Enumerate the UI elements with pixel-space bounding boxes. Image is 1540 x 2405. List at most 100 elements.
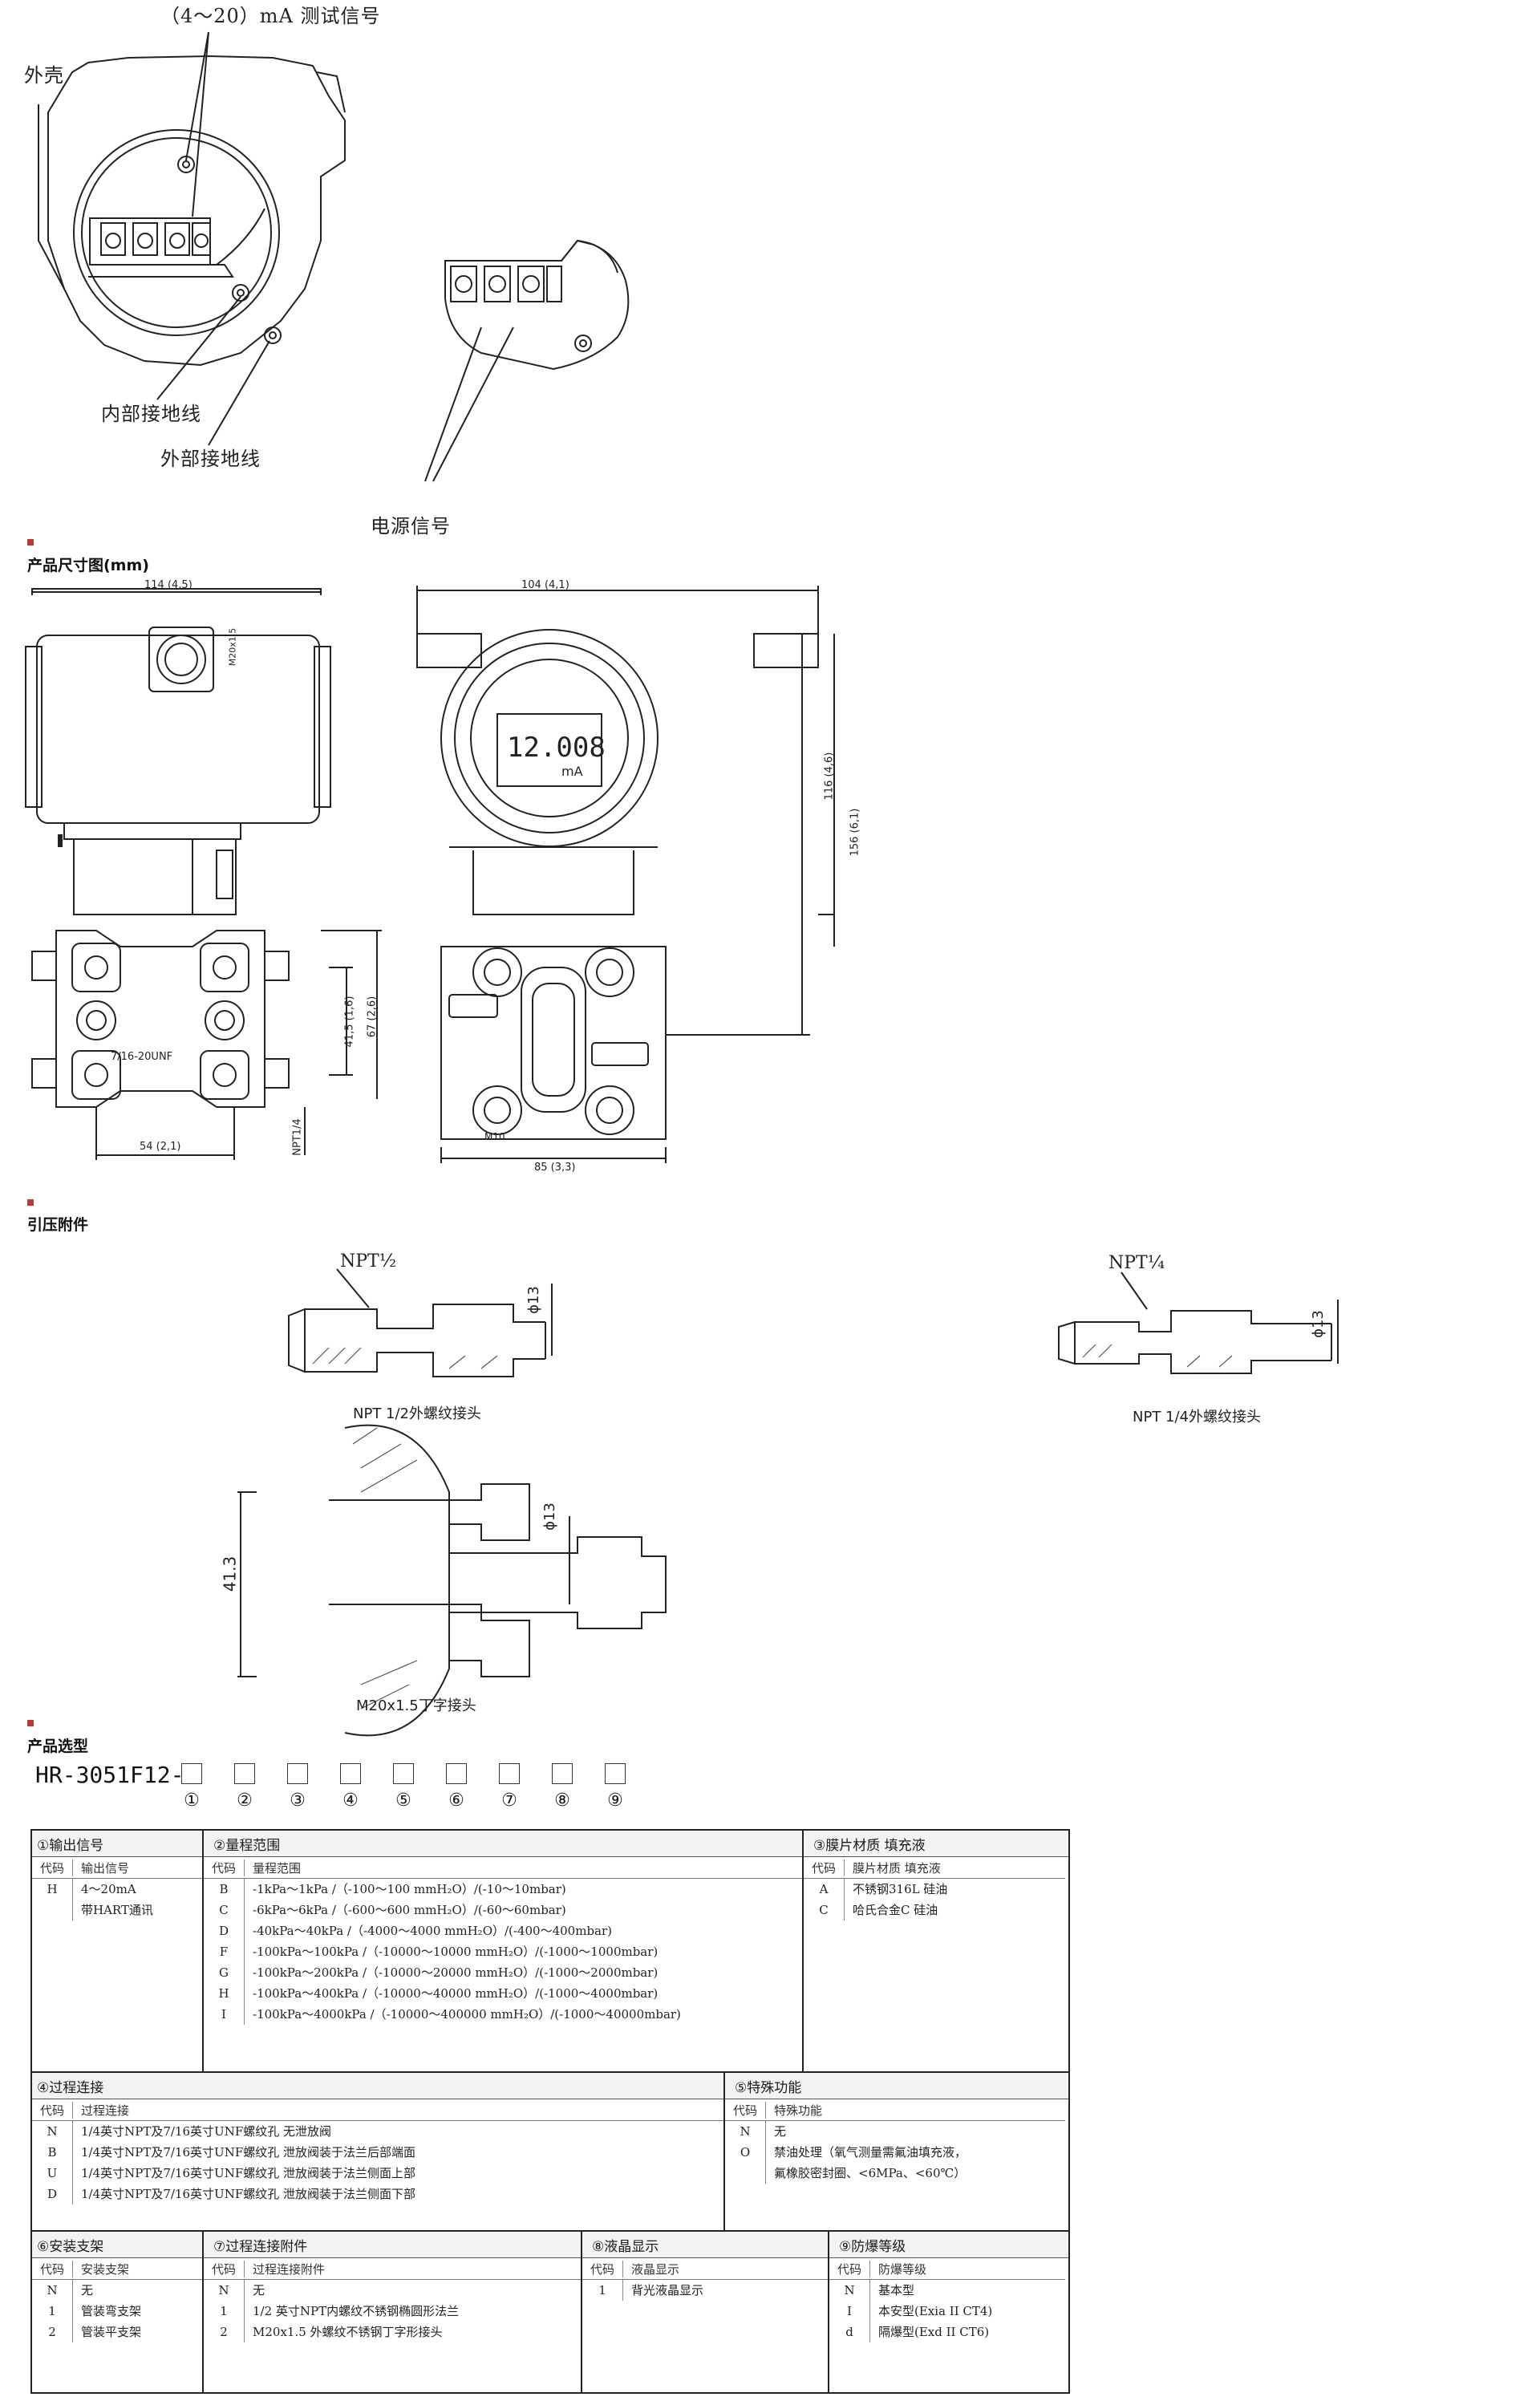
position-number: ⑥	[448, 1791, 464, 1811]
group-title: ①输出信号	[37, 1837, 104, 1854]
column-header: 输出信号	[81, 1860, 130, 1876]
model-box	[181, 1763, 202, 1784]
table-row: F-100kPa～100kPa /（-10000～10000 mmH₂O）/(-…	[204, 1941, 802, 1962]
code-header: 代码	[204, 2260, 245, 2277]
group-title: ⑥安装支架	[37, 2238, 104, 2255]
group-title: ②量程范围	[213, 1837, 281, 1854]
model-code-boxes	[181, 1763, 626, 1784]
dimensions-title: 产品尺寸图(mm)	[27, 557, 149, 574]
table-row: G-100kPa～200kPa /（-10000～20000 mmH₂O）/(-…	[204, 1962, 802, 1983]
display-value: 12.008	[507, 732, 606, 764]
group-title: ⑦过程连接附件	[213, 2238, 308, 2255]
npt12-top-label: NPT½	[340, 1251, 397, 1271]
dim-85: 85 (3,3)	[534, 1162, 576, 1174]
npt12-phi-label: ϕ13	[525, 1286, 542, 1314]
npt14-top-label: NPT¼	[1108, 1253, 1165, 1273]
model-box	[287, 1763, 308, 1784]
tee-dim-label: 41.3	[220, 1555, 240, 1592]
position-number: ③	[290, 1791, 306, 1811]
model-prefix: HR-3051F12-	[35, 1762, 184, 1788]
internal-ground-label: 内部接地线	[101, 403, 201, 425]
model-box	[340, 1763, 361, 1784]
section-marker	[27, 1199, 34, 1206]
thread-label: 7/16-20UNF	[111, 1051, 173, 1063]
model-box	[446, 1763, 467, 1784]
position-number: ⑧	[554, 1791, 570, 1811]
column-header: 量程范围	[253, 1860, 302, 1876]
model-box	[605, 1763, 626, 1784]
tee-caption: M20x1.5丁字接头	[356, 1697, 476, 1714]
dim-width-left: 114 (4,5)	[144, 579, 192, 591]
group-title: ④过程连接	[37, 2079, 104, 2096]
code-header: 代码	[725, 2101, 766, 2119]
model-box	[234, 1763, 255, 1784]
code-header: 代码	[582, 2260, 623, 2277]
model-box	[499, 1763, 520, 1784]
column-header: 过程连接	[81, 2103, 130, 2118]
table-row: 带HART通讯	[32, 1900, 202, 1920]
position-number: ⑦	[501, 1791, 517, 1811]
npt12-caption: NPT 1/2外螺纹接头	[353, 1405, 482, 1422]
display-unit: mA	[561, 764, 583, 779]
section-marker	[27, 539, 34, 545]
code-header: 代码	[829, 2260, 870, 2277]
table-row: H-100kPa～400kPa /（-10000～40000 mmH₂O）/(-…	[204, 1983, 802, 2004]
test-signal-label: （4～20）mA 测试信号	[160, 5, 381, 27]
dim-54: 54 (2,1)	[140, 1141, 181, 1153]
position-number: ⑨	[607, 1791, 623, 1811]
housing-label: 外壳	[24, 64, 64, 87]
group-range: 代码量程范围 B-1kPa～1kPa /（-100～100 mmH₂O）/(-1…	[204, 1857, 802, 2025]
table-row: C-6kPa～6kPa /（-600～600 mmH₂O）/(-60～60mba…	[204, 1900, 802, 1920]
position-number: ④	[342, 1791, 359, 1811]
dim-width-right: 104 (4,1)	[521, 579, 569, 591]
column-header: 防爆等级	[878, 2261, 927, 2277]
external-ground-label: 外部接地线	[160, 448, 261, 470]
column-header: 液晶显示	[631, 2261, 680, 2277]
column-header: 安装支架	[81, 2261, 130, 2277]
table-row: D-40kPa～40kPa /（-4000～4000 mmH₂O）/(-400～…	[204, 1920, 802, 1941]
accessory-drawings	[237, 1268, 1339, 1737]
wiring-diagram	[38, 31, 630, 482]
table-header-row: ④过程连接 ⑤特殊功能	[32, 2073, 1068, 2099]
table-row: I-100kPa～4000kPa /（-10000～400000 mmH₂O）/…	[204, 2004, 802, 2025]
npt14-phi-label: ϕ13	[1309, 1310, 1327, 1338]
power-signal-label: 电源信号	[371, 515, 451, 537]
position-number: ②	[237, 1791, 253, 1811]
code-header: 代码	[204, 1859, 245, 1876]
npt14-caption: NPT 1/4外螺纹接头	[1133, 1409, 1262, 1426]
position-number: ⑤	[395, 1791, 411, 1811]
position-number: ①	[184, 1791, 200, 1811]
code-header: 代码	[804, 1859, 845, 1876]
tee-phi-label: ϕ13	[541, 1503, 558, 1531]
group-title: ⑤特殊功能	[735, 2079, 802, 2096]
section-marker	[27, 1720, 34, 1726]
table-header-row: ⑥安装支架 ⑦过程连接附件 ⑧液晶显示 ⑨防爆等级	[32, 2232, 1068, 2258]
group-title: ③膜片材质 填充液	[813, 1837, 926, 1854]
column-header: 特殊功能	[774, 2103, 823, 2118]
